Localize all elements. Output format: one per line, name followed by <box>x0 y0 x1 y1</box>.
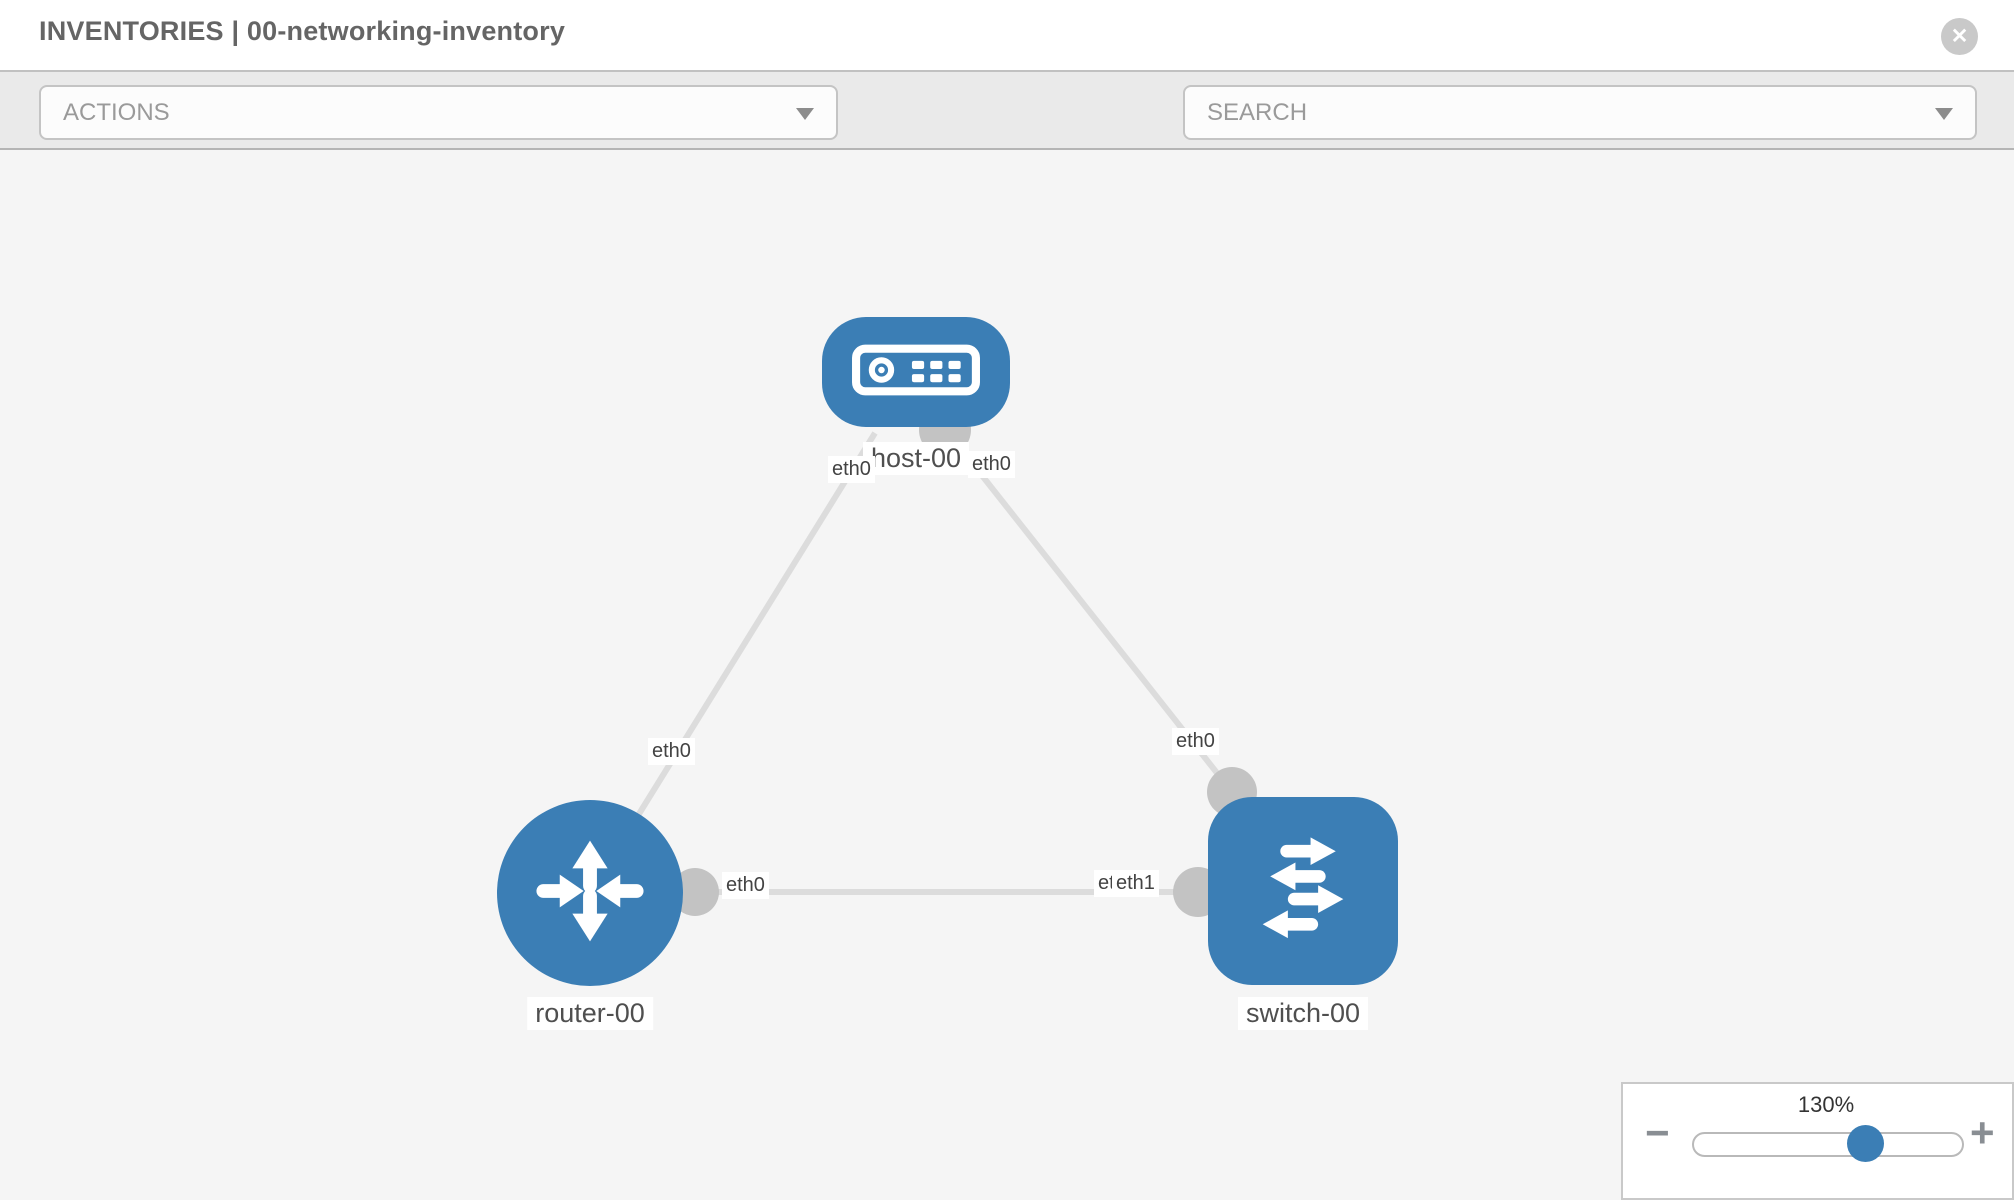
zoom-slider-track[interactable] <box>1692 1132 1964 1157</box>
links-layer <box>587 404 1257 917</box>
close-button[interactable]: ✕ <box>1941 18 1978 55</box>
zoom-in-button[interactable]: + <box>1970 1109 1995 1156</box>
node-switch-00[interactable] <box>1208 797 1398 985</box>
zoom-slider-thumb[interactable] <box>1847 1125 1884 1162</box>
toolbar: ACTIONS <box>0 72 2014 200</box>
interface-label-host-right: eth0 <box>968 451 1015 478</box>
node-label-switch: switch-00 <box>1237 997 1369 1030</box>
actions-dropdown-label: ACTIONS <box>63 98 170 126</box>
zoom-out-button[interactable]: − <box>1645 1109 1670 1156</box>
interface-label-switch-top: eth0 <box>1172 728 1219 755</box>
search-placeholder: SEARCH <box>1207 98 1308 126</box>
topology-canvas[interactable]: host-00 router-00 switch-00 eth0 eth0 et… <box>0 150 2014 1200</box>
close-icon: ✕ <box>1950 25 1969 48</box>
interface-label-switch-left-over: eth1 <box>1112 870 1159 897</box>
node-host-00[interactable] <box>822 317 1010 427</box>
interface-label-router-right: eth0 <box>722 872 769 899</box>
page-title: INVENTORIES | 00-networking-inventory <box>39 16 566 46</box>
chevron-down-icon <box>1935 107 1953 120</box>
interface-label-host-left: eth0 <box>828 456 875 483</box>
actions-dropdown[interactable]: ACTIONS <box>39 85 838 140</box>
switch-icon <box>1240 826 1366 957</box>
host-icon <box>851 343 981 402</box>
interface-label-router-top: eth0 <box>648 738 695 765</box>
zoom-panel: 130% − + <box>1621 1082 2014 1200</box>
zoom-level: 130% <box>1797 1092 1855 1117</box>
node-router-00[interactable] <box>497 800 683 986</box>
node-label-host: host-00 <box>862 442 970 475</box>
chevron-down-icon <box>796 107 814 120</box>
interface-stub-router[interactable] <box>671 868 719 916</box>
node-label-router: router-00 <box>527 997 653 1030</box>
router-icon <box>527 828 653 959</box>
title-bar: INVENTORIES | 00-networking-inventory ✕ <box>0 0 2014 72</box>
search-dropdown[interactable]: SEARCH <box>1183 85 1977 140</box>
